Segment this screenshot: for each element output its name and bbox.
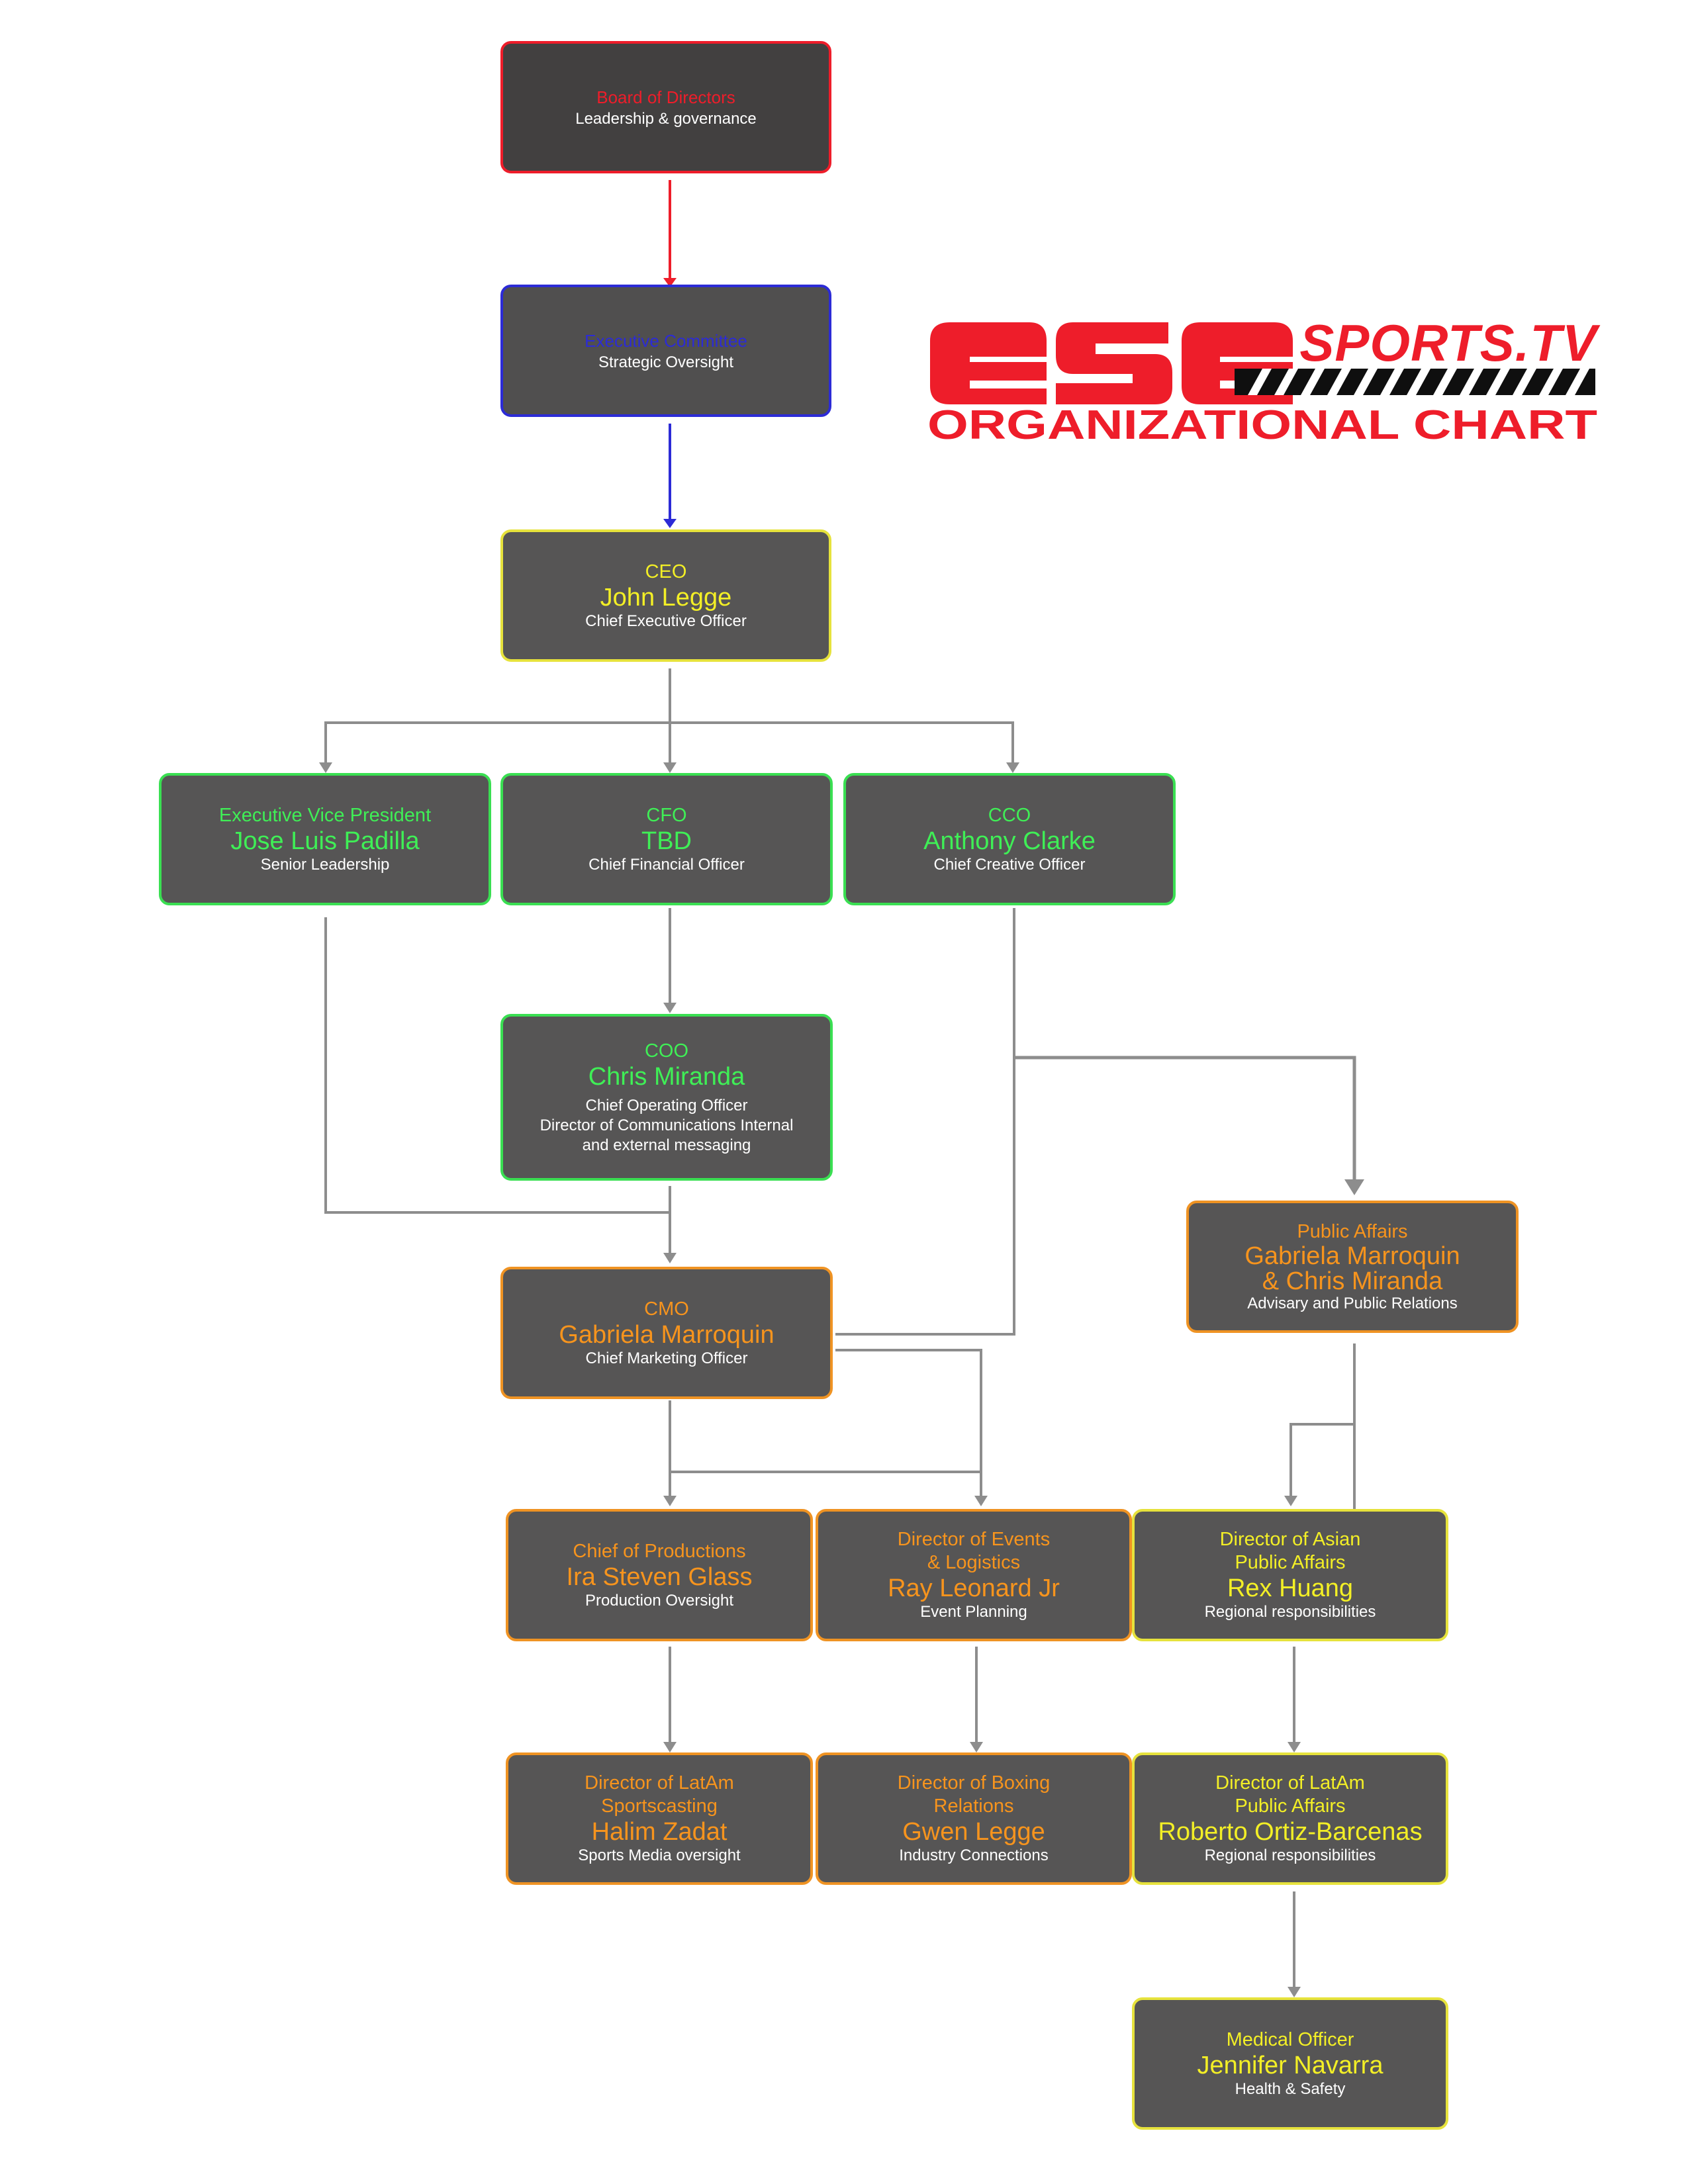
node-role: COO bbox=[644, 1040, 689, 1062]
public-affairs-box: Public Affairs Gabriela Marroquin & Chri… bbox=[1186, 1201, 1519, 1333]
node-role-line: Public Affairs bbox=[1235, 1552, 1346, 1573]
node-description: Chief Creative Officer bbox=[933, 855, 1086, 874]
node-name: Gabriela Marroquin bbox=[559, 1320, 774, 1349]
connector-cco-down bbox=[835, 908, 1015, 1336]
arrowhead bbox=[663, 762, 677, 773]
connector-cco-pa bbox=[1014, 1056, 1356, 1185]
logo-brand-text: SPORTS.TV bbox=[1299, 314, 1601, 372]
arrowhead bbox=[1006, 762, 1019, 773]
arrowhead bbox=[970, 1742, 983, 1752]
node-role-line: Relations bbox=[933, 1796, 1014, 1817]
node-name: TBD bbox=[641, 827, 692, 855]
node-role: Medical Officer bbox=[1226, 2028, 1354, 2050]
node-name: Chris Miranda bbox=[588, 1062, 745, 1091]
connector-pa-asian-branch bbox=[1289, 1423, 1354, 1501]
cfo-box: CFO TBD Chief Financial Officer bbox=[500, 773, 833, 905]
medical-officer-box: Medical Officer Jennifer Navarra Health … bbox=[1132, 1997, 1448, 2130]
node-description-line: Chief Operating Officer bbox=[585, 1096, 748, 1115]
node-role-line: Public Affairs bbox=[1235, 1796, 1346, 1817]
board-of-directors-box: Board of Directors Leadership & governan… bbox=[500, 41, 831, 173]
arrowhead bbox=[663, 1003, 677, 1013]
node-description: Leadership & governance bbox=[575, 109, 757, 128]
latam-public-affairs-box: Director of LatAm Public Affairs Roberto… bbox=[1132, 1752, 1448, 1885]
connector-evp-cmo bbox=[324, 917, 670, 1214]
node-description: Senior Leadership bbox=[260, 855, 390, 874]
node-role-line: Director of Events bbox=[897, 1529, 1051, 1550]
node-role-line: & Logistics bbox=[927, 1552, 1021, 1573]
node-role: Executive Vice President bbox=[218, 804, 432, 826]
node-role-line: Director of LatAm bbox=[1215, 1772, 1365, 1794]
node-name: Ray Leonard Jr bbox=[888, 1574, 1060, 1602]
stripe-bar-icon bbox=[1235, 369, 1595, 395]
node-name-line: & Chris Miranda bbox=[1262, 1267, 1443, 1295]
latam-sportscasting-box: Director of LatAm Sportscasting Halim Za… bbox=[506, 1752, 813, 1885]
node-description: Chief Financial Officer bbox=[588, 855, 745, 874]
asian-public-affairs-box: Director of Asian Public Affairs Rex Hua… bbox=[1132, 1509, 1448, 1641]
ese-mark-icon bbox=[930, 322, 1293, 404]
node-role: CEO bbox=[645, 561, 687, 582]
node-description: Industry Connections bbox=[899, 1846, 1049, 1864]
arrowhead bbox=[1344, 1179, 1364, 1195]
node-description: Chief Marketing Officer bbox=[585, 1349, 748, 1367]
arrowhead bbox=[1288, 1987, 1301, 1997]
node-name: Jennifer Navarra bbox=[1197, 2051, 1383, 2079]
node-role-line: Sportscasting bbox=[601, 1796, 718, 1817]
node-description: Event Planning bbox=[920, 1603, 1027, 1621]
ese-sports-logo: SPORTS.TV ORGANIZATIONAL CHART bbox=[923, 314, 1605, 448]
node-role-line: Director of Boxing bbox=[897, 1772, 1051, 1794]
events-box: Director of Events & Logistics Ray Leona… bbox=[816, 1509, 1132, 1641]
connector-cmo-events-a bbox=[670, 1471, 982, 1501]
arrowhead bbox=[663, 1742, 677, 1752]
arrowhead bbox=[319, 762, 332, 773]
node-description: Production Oversight bbox=[585, 1591, 734, 1610]
cmo-box: CMO Gabriela Marroquin Chief Marketing O… bbox=[500, 1267, 833, 1399]
node-name: Gwen Legge bbox=[902, 1818, 1045, 1846]
node-name-line: Gabriela Marroquin bbox=[1244, 1242, 1460, 1270]
connector-ceo-branch bbox=[324, 721, 1014, 768]
node-description: Chief Executive Officer bbox=[585, 612, 747, 630]
ceo-box: CEO John Legge Chief Executive Officer bbox=[500, 529, 831, 662]
node-description-line: and external messaging bbox=[582, 1136, 751, 1154]
coo-box: COO Chris Miranda Chief Operating Office… bbox=[500, 1014, 833, 1181]
node-role: Board of Directors bbox=[596, 87, 735, 107]
node-name: John Legge bbox=[600, 583, 732, 612]
node-role: Chief of Productions bbox=[573, 1540, 746, 1562]
node-description: Strategic Oversight bbox=[598, 353, 734, 371]
node-description: Health & Safety bbox=[1235, 2079, 1346, 2098]
node-description: Advisary and Public Relations bbox=[1247, 1294, 1458, 1312]
node-name: Jose Luis Padilla bbox=[230, 827, 420, 855]
arrowhead bbox=[663, 1253, 677, 1263]
connector-cmo-events-b bbox=[835, 1349, 982, 1472]
executive-committee-box: Executive Committee Strategic Oversight bbox=[500, 285, 831, 417]
arrowhead bbox=[663, 1496, 677, 1506]
node-role: CCO bbox=[988, 804, 1031, 826]
node-role: Public Affairs bbox=[1297, 1220, 1408, 1242]
arrowhead bbox=[974, 1496, 988, 1506]
node-role: Executive Committee bbox=[585, 330, 747, 351]
node-description: Regional responsibilities bbox=[1204, 1603, 1376, 1621]
node-role-line: Director of LatAm bbox=[585, 1772, 734, 1794]
logo-graphic: SPORTS.TV ORGANIZATIONAL CHART bbox=[927, 314, 1601, 448]
node-role-line: Director of Asian bbox=[1219, 1529, 1361, 1550]
arrowhead bbox=[1288, 1742, 1301, 1752]
cco-box: CCO Anthony Clarke Chief Creative Office… bbox=[843, 773, 1176, 905]
node-name: Roberto Ortiz-Barcenas bbox=[1158, 1818, 1423, 1846]
node-name: Anthony Clarke bbox=[923, 827, 1096, 855]
boxing-relations-box: Director of Boxing Relations Gwen Legge … bbox=[816, 1752, 1132, 1885]
node-name: Rex Huang bbox=[1227, 1574, 1354, 1602]
node-description: Regional responsibilities bbox=[1204, 1846, 1376, 1864]
evp-box: Executive Vice President Jose Luis Padil… bbox=[159, 773, 491, 905]
arrowhead bbox=[1284, 1496, 1297, 1506]
node-description: Sports Media oversight bbox=[578, 1846, 741, 1864]
node-description-line: Director of Communications Internal bbox=[539, 1116, 794, 1134]
node-name: Ira Steven Glass bbox=[566, 1563, 753, 1591]
node-role: CFO bbox=[646, 804, 687, 826]
productions-box: Chief of Productions Ira Steven Glass Pr… bbox=[506, 1509, 813, 1641]
node-role: CMO bbox=[644, 1298, 689, 1320]
logo-subtitle-text: ORGANIZATIONAL CHART bbox=[927, 402, 1597, 447]
node-name: Halim Zadat bbox=[591, 1818, 727, 1846]
